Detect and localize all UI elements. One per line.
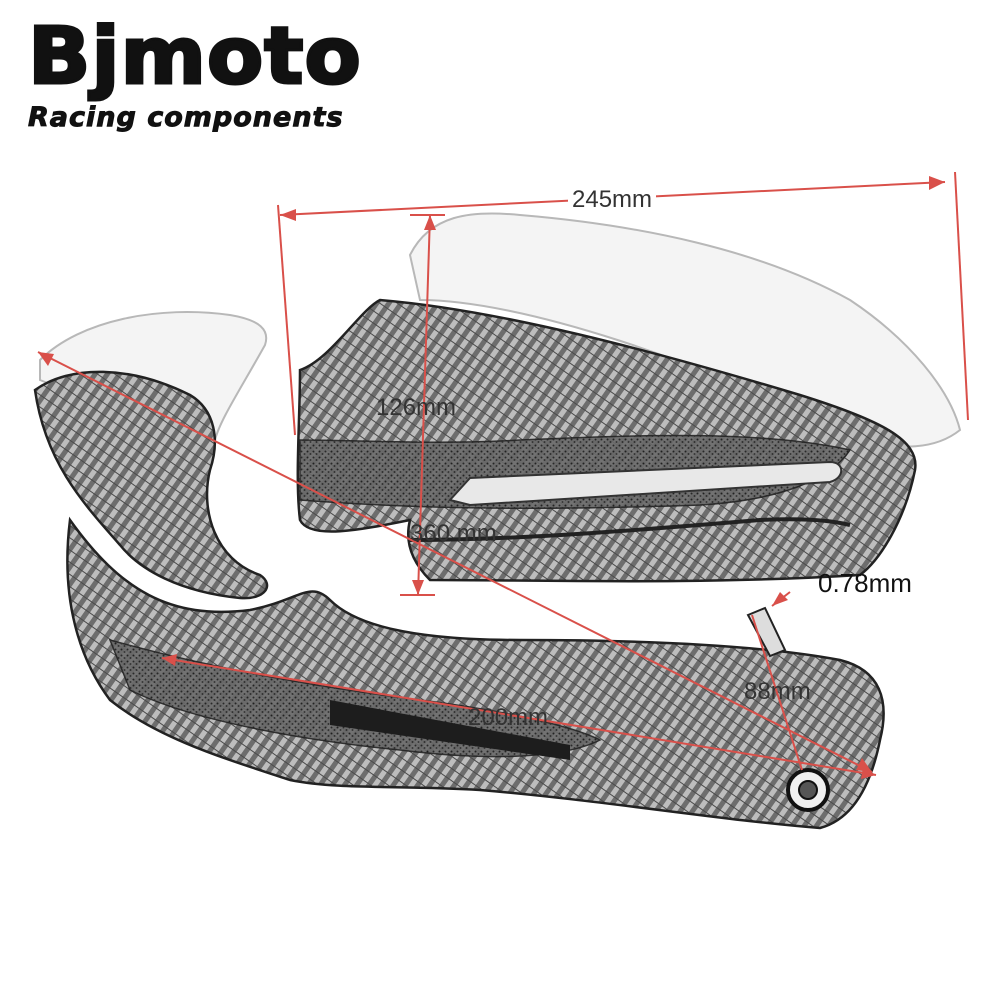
brand-logo: Bjmoto Racing components <box>26 17 362 134</box>
clamp-dimension-line <box>751 614 803 771</box>
dimension-lines <box>37 171 969 776</box>
mounting-bolt-hex <box>798 780 818 800</box>
left-carbon-wing <box>33 370 269 600</box>
left-arm-body <box>66 516 885 830</box>
brand-name: Bjmoto <box>26 12 362 102</box>
left-handguard <box>33 311 885 830</box>
dimension-arrows <box>38 176 945 779</box>
right-lower-ridge <box>409 517 851 542</box>
diagonal-dimension-label: 360 mm <box>410 520 497 547</box>
left-speckle-band-2 <box>330 700 570 760</box>
right-handguard <box>296 212 962 583</box>
height-dimension-line <box>417 214 431 596</box>
bar-dimension-line <box>161 657 877 776</box>
brand-tagline: Racing components <box>28 102 344 134</box>
thickness-dimension-label: 0.78mm <box>818 568 912 598</box>
right-led-strip <box>448 460 843 507</box>
clamp-dimension-label: 88mm <box>744 678 811 705</box>
diagonal-dimension-line <box>37 351 873 773</box>
clamp-screw <box>746 606 787 658</box>
left-speckle-band <box>108 638 602 758</box>
bar-dimension-label: 200mm <box>468 704 549 731</box>
width-dimension-label: 245mm <box>568 186 657 214</box>
height-dimension-label: 126mm <box>376 394 457 421</box>
